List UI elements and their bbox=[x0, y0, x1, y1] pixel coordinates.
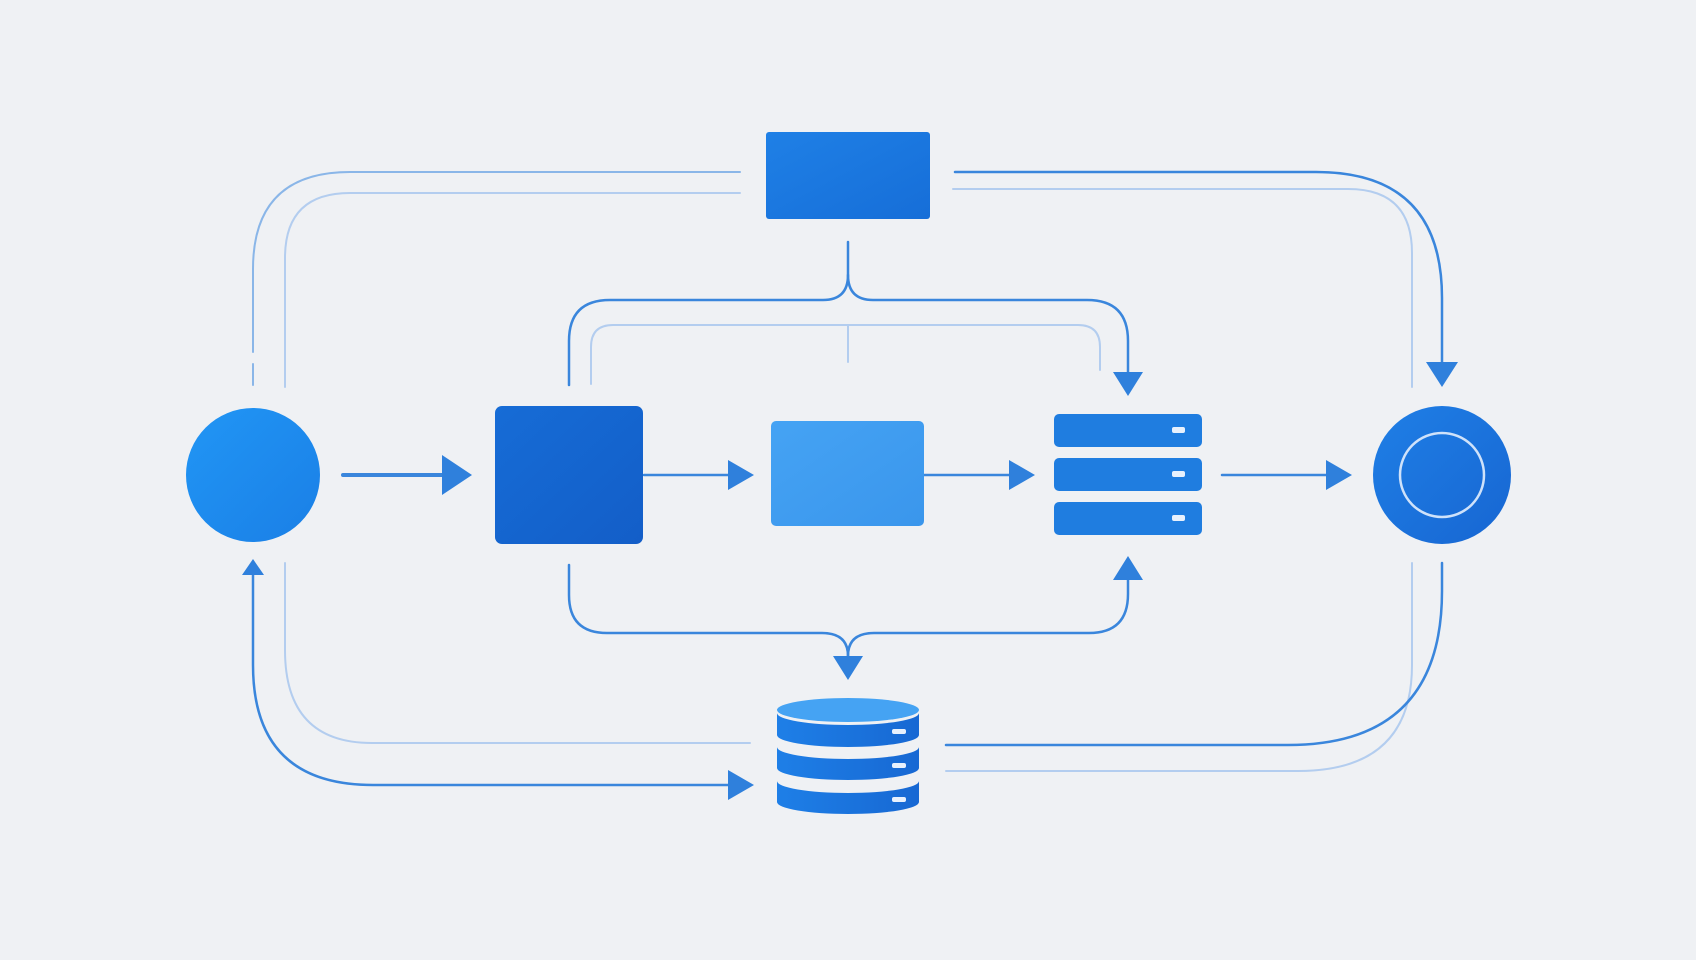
faint-loop-top-right bbox=[952, 188, 1413, 388]
top-block-rectangle-icon[interactable] bbox=[766, 132, 930, 219]
connector-process-to-database bbox=[567, 563, 850, 658]
end-node-outer bbox=[1373, 406, 1511, 544]
connector-end-to-database bbox=[944, 561, 1444, 747]
diagram-nodes bbox=[186, 132, 1511, 814]
connector-top-to-end bbox=[953, 170, 1444, 364]
server-slot bbox=[1172, 471, 1185, 477]
arrowhead-down-to-end bbox=[1426, 362, 1458, 387]
faint-inner-top-loop bbox=[590, 324, 1101, 385]
arrowhead-down-to-server bbox=[1113, 372, 1143, 396]
arrowhead-to-server bbox=[1009, 460, 1035, 490]
server-slot bbox=[1172, 515, 1185, 521]
server-unit bbox=[1054, 414, 1202, 447]
database-layer-top bbox=[777, 713, 919, 747]
arrowhead-down-to-database bbox=[833, 656, 863, 680]
start-node-circle-icon[interactable] bbox=[186, 408, 320, 542]
server-unit bbox=[1054, 458, 1202, 491]
connector-top-stem-right bbox=[846, 273, 1130, 374]
faint-loop-bottom-right bbox=[945, 562, 1413, 772]
arrowhead-to-database bbox=[728, 770, 754, 800]
database-slot bbox=[892, 763, 906, 768]
middle-block-rectangle-icon[interactable] bbox=[771, 421, 924, 526]
database-top-cap bbox=[777, 698, 919, 722]
database-layer-middle bbox=[777, 747, 919, 780]
server-slot bbox=[1172, 427, 1185, 433]
arrowhead-to-middle bbox=[728, 460, 754, 490]
arrowhead-up-to-start bbox=[242, 559, 264, 575]
arrowhead-to-process bbox=[442, 455, 472, 495]
connector-top-to-start bbox=[252, 171, 741, 353]
end-node-inner-ring bbox=[1398, 431, 1486, 519]
faint-loop-top-left bbox=[284, 192, 741, 388]
connector-start-to-database bbox=[251, 573, 732, 787]
connector-lines bbox=[251, 170, 1444, 787]
server-unit bbox=[1054, 502, 1202, 535]
database-slot bbox=[892, 797, 906, 802]
arrowhead-to-end bbox=[1326, 460, 1352, 490]
connector-database-to-server bbox=[846, 578, 1130, 658]
faint-loop-bottom-left bbox=[284, 562, 751, 744]
connector-top-stem bbox=[567, 240, 850, 387]
database-slot bbox=[892, 729, 906, 734]
server-stack-server-icon[interactable] bbox=[1054, 414, 1202, 535]
end-node-target-icon[interactable] bbox=[1373, 406, 1511, 544]
arrowhead-up-to-server bbox=[1113, 556, 1143, 580]
faint-guide-lines bbox=[284, 188, 1413, 772]
database-layer-bottom bbox=[777, 781, 919, 814]
process-block-square-icon[interactable] bbox=[495, 406, 643, 544]
database-cylinder-database-icon[interactable] bbox=[777, 698, 919, 814]
arrowheads bbox=[242, 362, 1458, 800]
